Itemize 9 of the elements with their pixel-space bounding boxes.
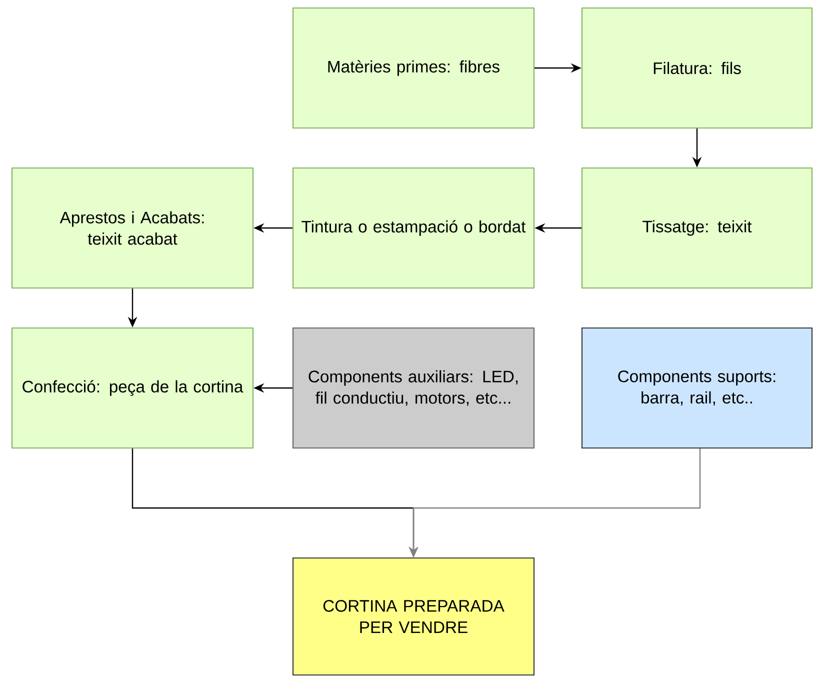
- process-box: CORTINA PREPARADA PER VENDRE: [292, 557, 535, 676]
- process-box: Components auxiliars: LED, fil conductiu, motors, etc...: [292, 327, 535, 449]
- process-box: Aprestos i Acabats: teixit acabat: [11, 167, 254, 289]
- process-box: Tissatge: teixit: [581, 167, 813, 289]
- process-box: Filatura: fils: [581, 7, 813, 129]
- process-box: Confecció: peça de la cortina: [11, 327, 254, 449]
- process-box: Matèries primes: fibres: [292, 7, 535, 129]
- process-box: Tintura o estampació o bordat: [292, 167, 535, 289]
- process-box: Components suports: barra, rail, etc..: [581, 327, 813, 449]
